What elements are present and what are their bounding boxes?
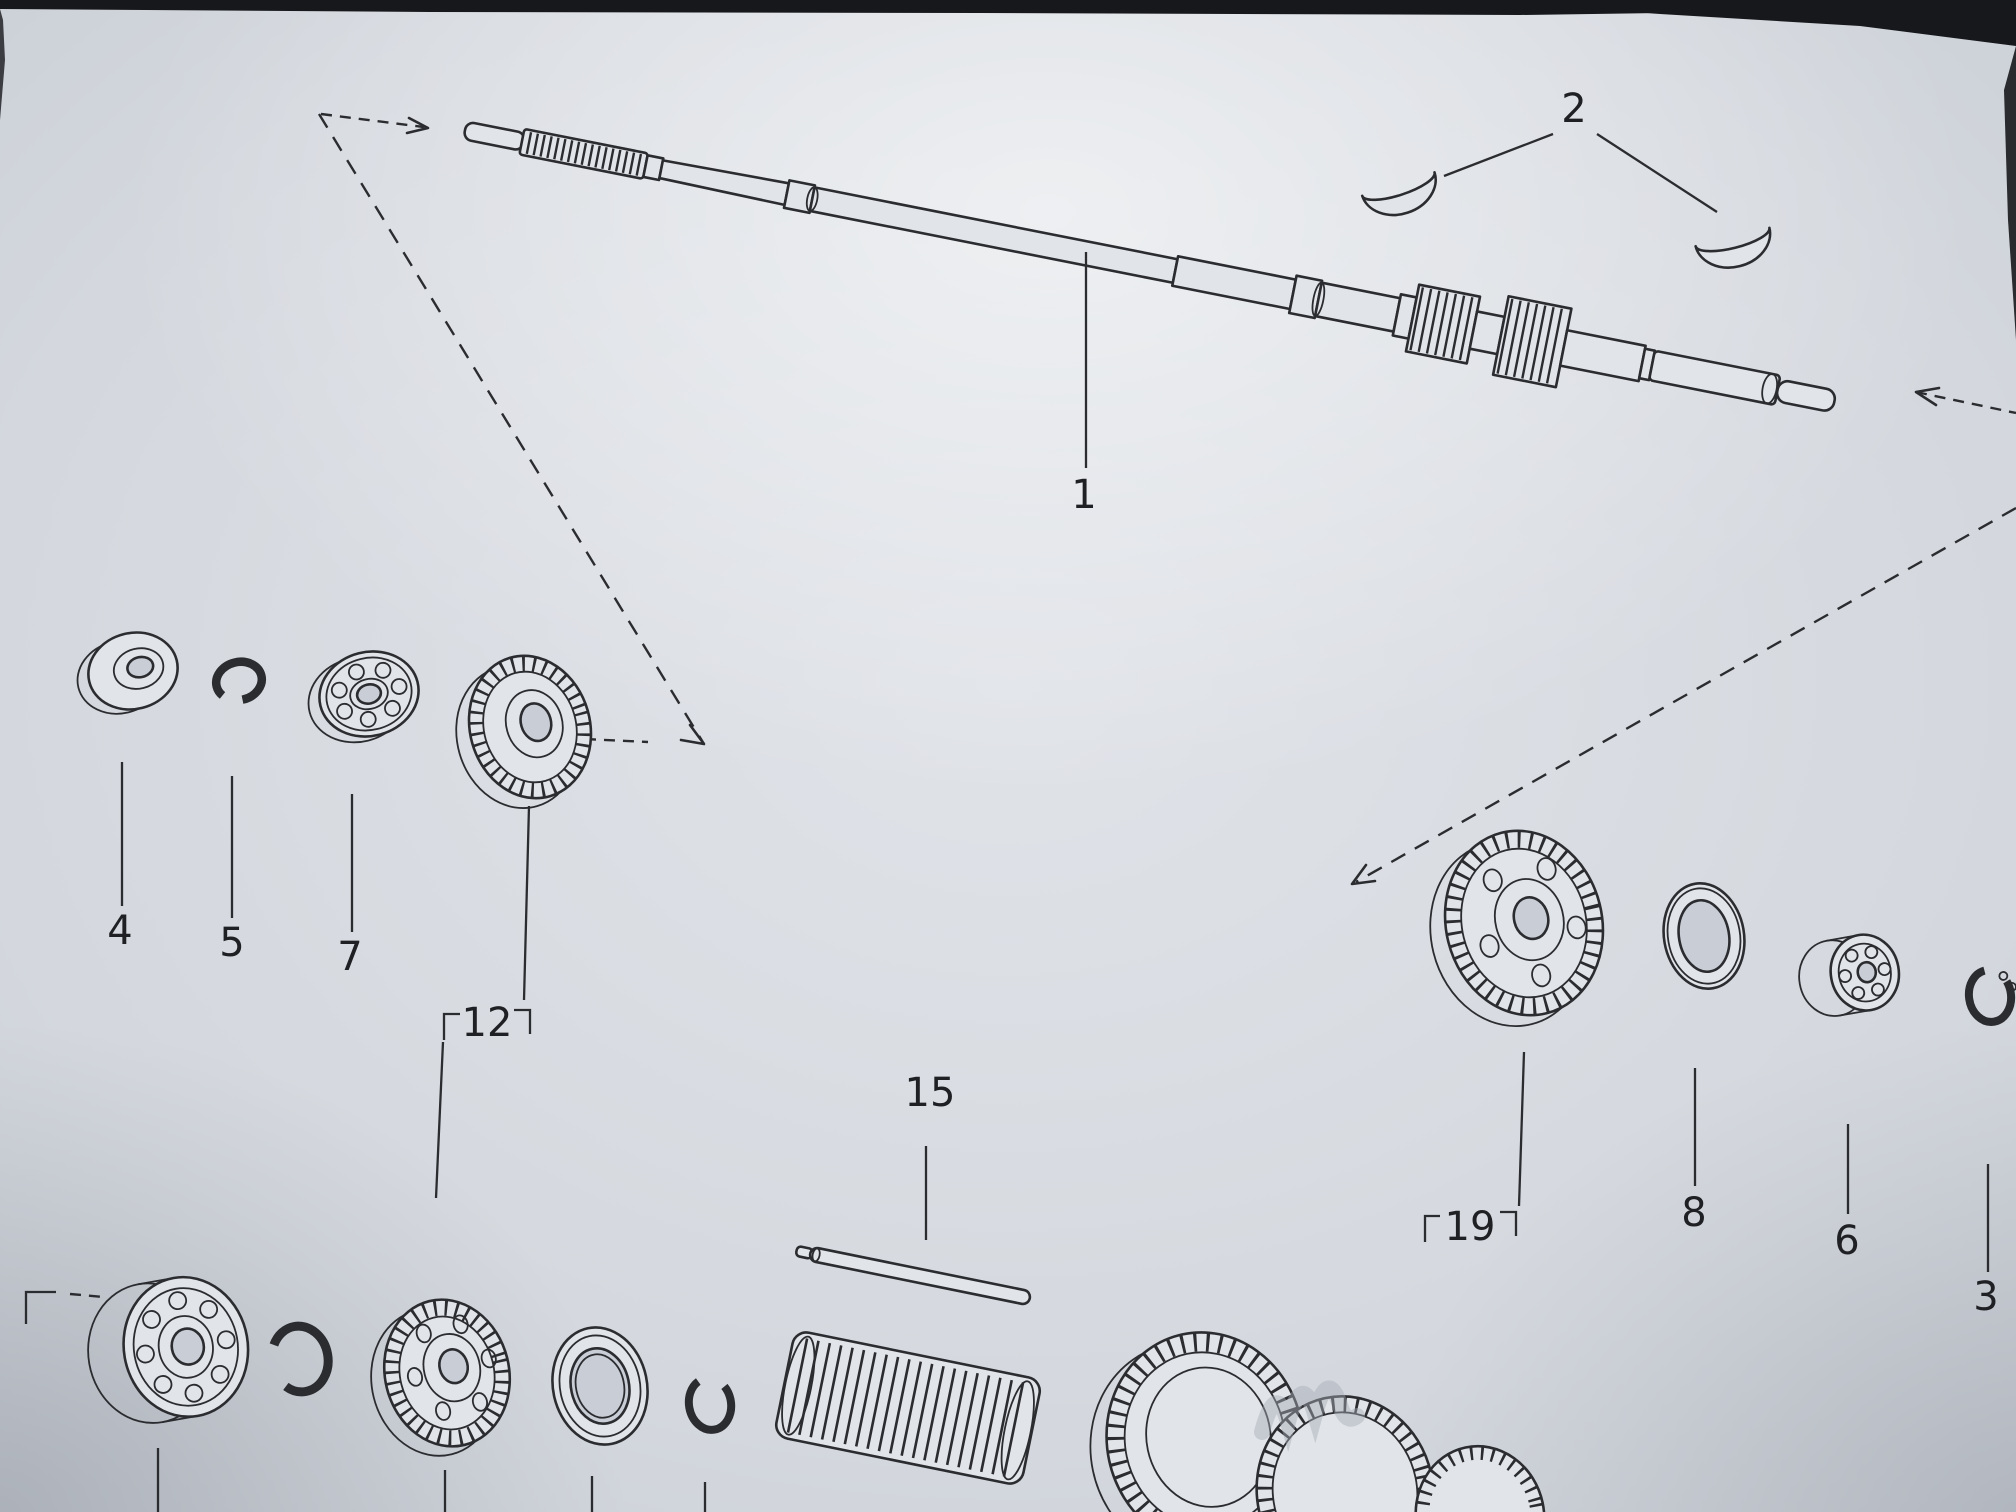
callout-4: 4 [107,908,132,954]
woodruff-key-left [1360,171,1437,217]
callout-19: 19 [1445,1204,1496,1250]
leader-line-2b [1596,133,1718,213]
photo-edge-left [0,9,5,120]
bearing-part7 [307,650,420,744]
callout-2: 2 [1561,86,1586,132]
woodruff-key-right [1694,226,1772,269]
gear-part12-lower [370,1298,512,1457]
gear-bottom-right [1414,1444,1546,1512]
callout-7: 7 [337,934,362,980]
arrowhead-gear19 [1350,863,1377,886]
callout-12: 12 [462,1000,513,1046]
bracket-12-left [442,1012,460,1040]
callout-3: 3 [1973,1274,1998,1320]
dash-bottom-left [69,1292,105,1299]
main-shaft [463,121,1837,412]
bushing-part4 [76,631,179,715]
photo-edge-top-right [1470,0,2016,46]
leader-line-2a [1443,132,1554,178]
callout-1: 1 [1071,472,1096,518]
gear-part19 [1429,829,1605,1027]
arrowhead-gear12 [679,723,706,746]
circlip-bottom-left [267,1321,333,1397]
leader-line-19 [1517,1051,1526,1207]
callout-8: 8 [1681,1190,1706,1236]
photo-edge-top [0,0,2016,15]
photo-watermark [1254,1380,1365,1452]
leader-line-12-lower [434,1041,445,1199]
projection-dashed-line-right [1355,506,2016,884]
callout-5: 5 [219,920,244,966]
circlip-part5 [211,657,267,705]
callout-15: 15 [905,1070,956,1116]
circlip-part3 [1964,966,2016,1026]
shaft-pin-part15 [794,1245,1032,1306]
circlip-bottom-small [684,1374,736,1434]
arrowhead-topleft [405,116,430,135]
projection-dashed-gear12 [584,737,649,744]
gear-part12-upper [455,654,593,809]
projection-dashed-line-left [317,113,706,745]
bracket-12-right [514,1008,532,1034]
projection-dashed-arrow-topleft [320,112,425,129]
bearing-bottom-left [87,1275,250,1424]
ring-bottom [551,1326,649,1446]
photo-edge-right [2004,46,2016,340]
bearing-part6 [1798,933,1901,1017]
callout-6: 6 [1834,1218,1859,1264]
needle-roller-cage [774,1331,1042,1485]
arrowhead-right-edge [1914,386,1941,407]
leader-line-12-upper [522,805,531,1001]
bracket-19-right [1500,1210,1518,1236]
bracket-19-left [1423,1214,1440,1242]
ring-part8 [1662,882,1746,990]
bracket-bottom-left [24,1290,56,1324]
projection-dashed-right-edge [1915,390,2016,415]
